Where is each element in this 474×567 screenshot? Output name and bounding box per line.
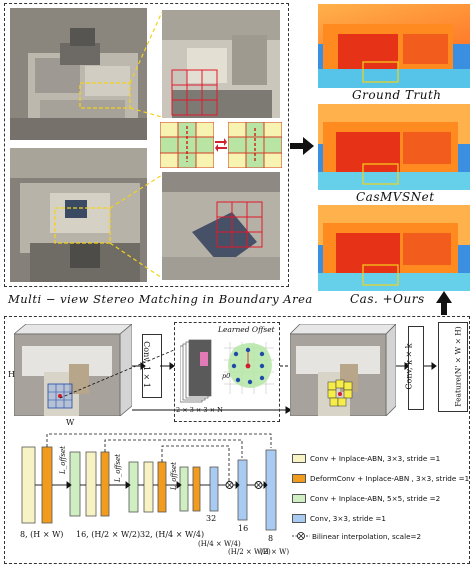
result-caption: Cas. +Ours xyxy=(350,292,425,306)
feature-box xyxy=(438,322,468,412)
depth-map-ours xyxy=(318,205,470,291)
enc3-down xyxy=(128,461,139,513)
legend-label-deform: DeformConv + Inplace-ABN , 3×3, stride =… xyxy=(310,474,470,483)
output-feature-block xyxy=(290,324,396,416)
aerial-photo-bottom-left xyxy=(10,148,147,282)
upsample-size-3: (H × W) xyxy=(260,548,290,556)
enc3-deform xyxy=(157,461,167,513)
legend-label-bilinear: Bilinear interpolation, scale=2 xyxy=(312,532,422,541)
input-w-label: W xyxy=(66,418,75,427)
dec3-conv xyxy=(265,449,277,531)
upsample-size-1: (H/4 × W/4) xyxy=(198,540,241,548)
caption-casmvsnet: CasMVSNet xyxy=(356,190,435,204)
sampling-grid-regular xyxy=(160,122,214,168)
sampling-grid-deformed xyxy=(228,122,282,168)
stage-label-6: 8 xyxy=(268,534,274,543)
legend-label-conv3: Conv + Inplace-ABN, 3×3, stride =1 xyxy=(310,454,441,463)
dec2-conv xyxy=(237,459,248,521)
learned-offset-title: Learned Offset xyxy=(218,325,275,334)
enc2-down xyxy=(69,451,81,517)
enc1-conv xyxy=(21,446,36,524)
depth-map-ground-truth xyxy=(318,4,470,88)
zoom-connector-lines xyxy=(109,11,163,279)
enc4-deform xyxy=(192,466,201,512)
enc4-down xyxy=(179,466,189,512)
arrow-up-icon xyxy=(436,291,452,315)
upsample-size-2: (H/2 × W/2) xyxy=(228,548,271,556)
offset-volume xyxy=(180,338,216,404)
legend-label-conv-plain: Conv, 3×3, stride =1 xyxy=(310,514,386,523)
stage-label-3: 32, (H/4 × W/4) xyxy=(140,530,205,539)
zoom-photo-bottom xyxy=(162,172,280,280)
stage-label-4: 32 xyxy=(206,514,217,523)
conv-kxk-box xyxy=(408,326,424,410)
stage-label-2: 16, (H/2 × W/2) xyxy=(76,530,141,539)
learned-offset-frame xyxy=(174,322,280,422)
zoom-photo-top xyxy=(162,10,280,118)
top-panel-frame xyxy=(4,3,289,287)
legend-swatch-conv5 xyxy=(292,494,306,503)
legend-swatch-conv-plain xyxy=(292,514,306,523)
offset-grid xyxy=(220,338,278,398)
enc2-deform xyxy=(100,451,110,517)
dec1-conv xyxy=(209,466,219,512)
swap-arrow-icon xyxy=(214,136,228,152)
offset-point-label: p0 xyxy=(222,372,231,380)
stage-label-1: 8, (H × W) xyxy=(20,530,64,539)
top-panel-caption: Multi − view Stereo Matching in Boundary… xyxy=(8,292,313,306)
kernel-dim-label: 2 × 3 × 3 × N xyxy=(176,406,223,414)
enc2-conv xyxy=(85,451,97,517)
stage-label-5: 16 xyxy=(238,524,249,533)
input-h-label: H xyxy=(8,370,15,379)
aerial-photo-top-left xyxy=(10,8,147,140)
l-offset-label-3: L_offset xyxy=(169,462,178,490)
bottom-panel-frame xyxy=(4,316,470,564)
enc1-deform xyxy=(41,446,53,524)
arrow-right-icon xyxy=(290,137,314,155)
input-feature-block xyxy=(14,324,132,416)
l-offset-label-2: L_offset xyxy=(113,454,122,482)
depth-map-casmvsnet xyxy=(318,104,470,190)
legend-label-conv5: Conv + Inplace-ABN, 5×5, stride =2 xyxy=(310,494,441,503)
caption-ground-truth: Ground Truth xyxy=(352,88,442,102)
bilinear-icon xyxy=(292,531,310,541)
legend-swatch-deform xyxy=(292,474,306,483)
enc3-conv xyxy=(143,461,154,513)
l-offset-label-1: L_offset xyxy=(58,446,67,474)
legend-swatch-conv3 xyxy=(292,454,306,463)
